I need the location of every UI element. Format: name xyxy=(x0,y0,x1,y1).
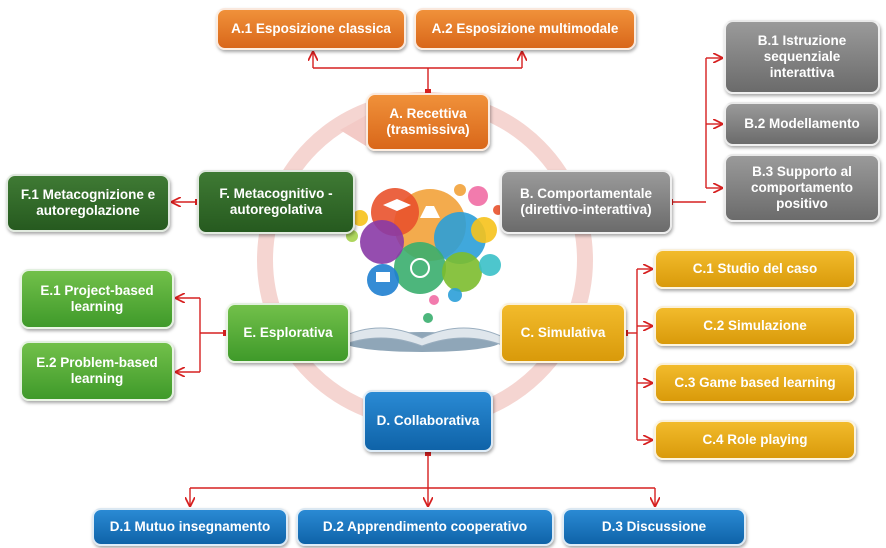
node-b: B. Comportamentale (direttivo-interattiv… xyxy=(500,170,672,234)
node-d1: D.1 Mutuo insegnamento xyxy=(92,508,288,546)
node-a1: A.1 Esposizione classica xyxy=(216,8,406,50)
node-f1: F.1 Metacognizione e autoregolazione xyxy=(6,174,170,232)
node-e2: E.2 Problem-based learning xyxy=(20,341,174,401)
connectors xyxy=(172,52,722,506)
node-d: D. Collaborativa xyxy=(363,390,493,452)
education-icons-illustration xyxy=(339,184,506,352)
node-b3: B.3 Supporto al comportamento positivo xyxy=(724,154,880,222)
node-c4: C.4 Role playing xyxy=(654,420,856,460)
node-d2: D.2 Apprendimento cooperativo xyxy=(296,508,554,546)
node-f: F. Metacognitivo - autoregolativa xyxy=(197,170,355,234)
node-c2: C.2 Simulazione xyxy=(654,306,856,346)
node-b2: B.2 Modellamento xyxy=(724,102,880,146)
node-a: A. Recettiva (trasmissiva) xyxy=(366,93,490,151)
node-d3: D.3 Discussione xyxy=(562,508,746,546)
node-c: C. Simulativa xyxy=(500,303,626,363)
node-e1: E.1 Project-based learning xyxy=(20,269,174,329)
node-c3: C.3 Game based learning xyxy=(654,363,856,403)
node-e: E. Esplorativa xyxy=(226,303,350,363)
node-c1: C.1 Studio del caso xyxy=(654,249,856,289)
node-b1: B.1 Istruzione sequenziale interattiva xyxy=(724,20,880,94)
ring-arrowhead xyxy=(340,112,372,146)
node-a2: A.2 Esposizione multimodale xyxy=(414,8,636,50)
